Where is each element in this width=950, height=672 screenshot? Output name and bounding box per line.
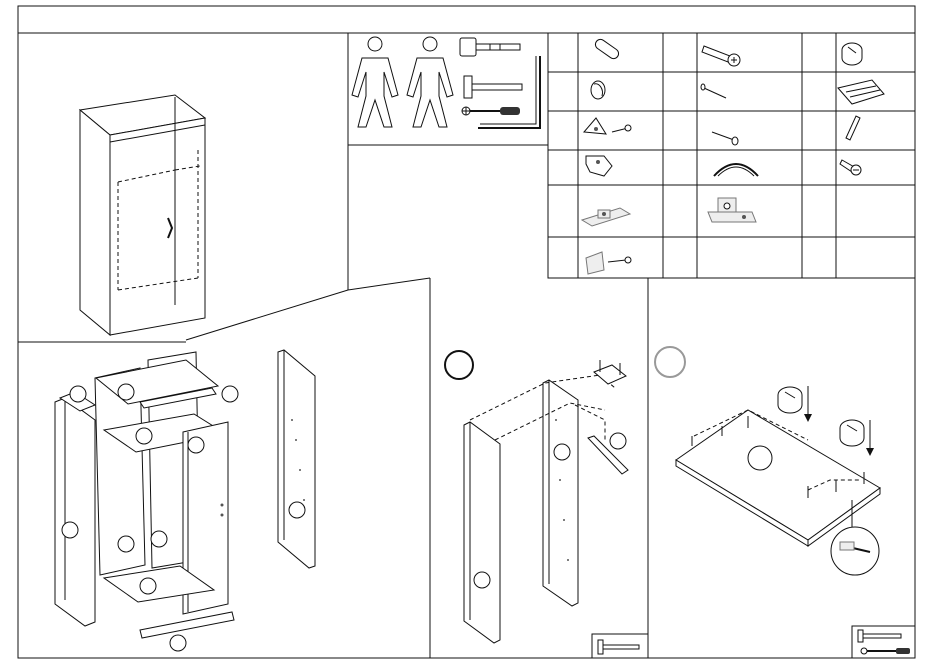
dowel-icon [593, 37, 620, 60]
hanging-rail-icon [846, 116, 860, 140]
screwdriver-icon [462, 107, 520, 115]
rail-holder-icon [838, 80, 884, 104]
rail-bracket-icon [586, 156, 612, 176]
step-3-number-circle [655, 347, 685, 377]
person-icon [407, 37, 453, 127]
cam-bolt-icon [702, 46, 740, 66]
rubber-mallet-icon [460, 38, 520, 56]
nail-icon [701, 84, 726, 98]
screw-icon [712, 132, 738, 145]
shelf-support-icon [584, 118, 631, 134]
step-3-bottom-panel [655, 347, 915, 658]
step-2-side-assembly [445, 278, 648, 658]
step-2-number-circle [445, 351, 473, 379]
cam-lock-icon [778, 386, 812, 422]
person-icon [352, 37, 398, 127]
cam-lock-icon [840, 420, 874, 456]
tools-panel [348, 33, 548, 145]
hammer-icon [464, 76, 522, 98]
hinge-icon [708, 198, 756, 222]
step-1-exploded-view [18, 278, 430, 658]
cover-cap-icon [591, 81, 605, 99]
handle-icon [714, 164, 758, 176]
allen-key-icon [478, 56, 540, 128]
parts-table [548, 33, 915, 278]
wood-screw-icon [840, 160, 861, 175]
hinge-plate-icon [582, 208, 630, 226]
corner-bracket-icon [586, 252, 631, 274]
cam-lock-icon [842, 43, 862, 65]
